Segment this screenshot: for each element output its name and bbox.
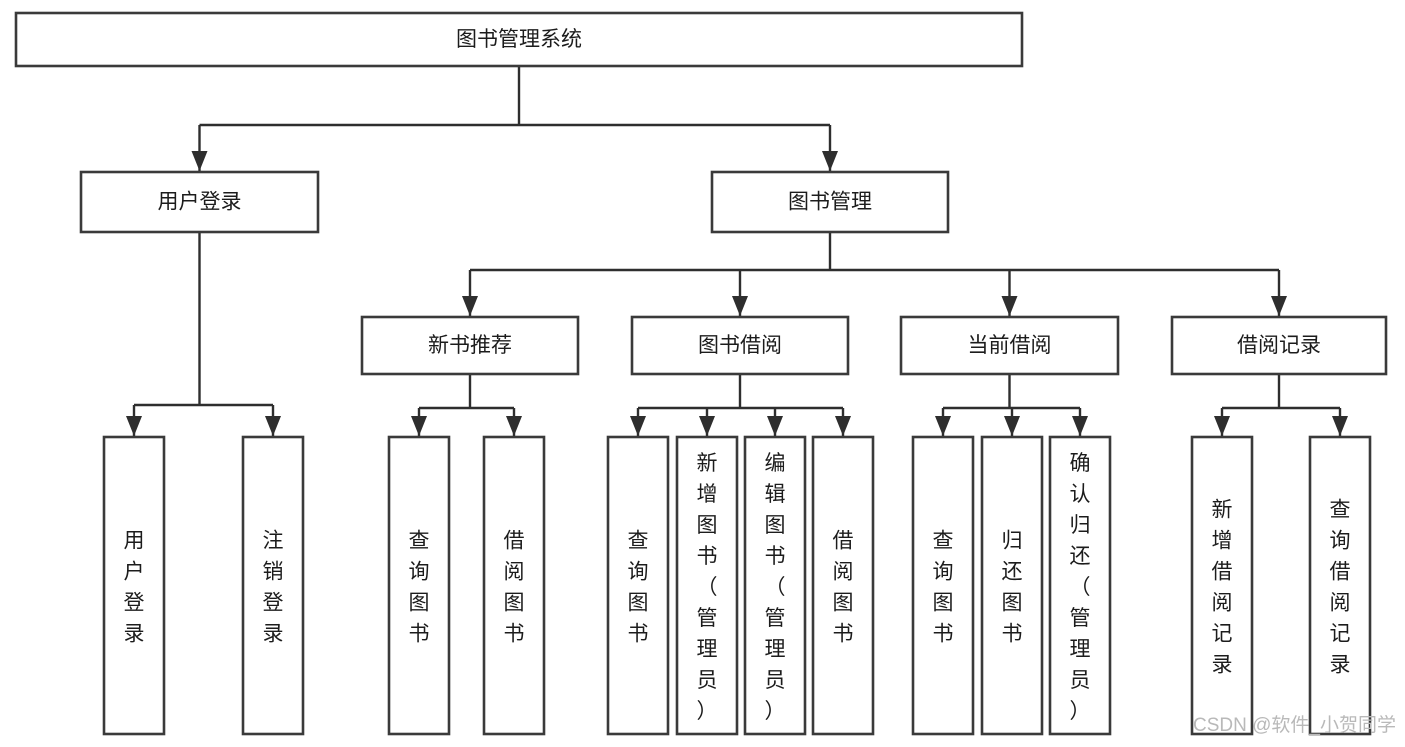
- root-node-label: 图书管理系统: [456, 28, 582, 51]
- arrowhead-icon: [462, 296, 478, 316]
- leaf-node-box[interactable]: [102, 435, 166, 736]
- root-node-box[interactable]: [14, 11, 1024, 68]
- leaf-node-9[interactable]: 查询图书: [911, 435, 975, 736]
- arrowhead-icon: [191, 151, 208, 171]
- arrowhead-icon: [767, 416, 783, 436]
- leaf-node-label: 查询图书: [409, 530, 430, 646]
- leaf-node-box[interactable]: [482, 435, 546, 736]
- leaf-node-11[interactable]: 确认归还（管理员）: [1048, 435, 1112, 736]
- arrowhead-icon: [835, 416, 851, 436]
- arrowhead-icon: [126, 416, 142, 436]
- csdn-watermark: CSDN @软件_小贺同学: [1193, 714, 1396, 736]
- level3-node-box[interactable]: [1170, 315, 1388, 376]
- leaf-node-box[interactable]: [241, 435, 305, 736]
- node-layer: 图书管理系统用户登录图书管理新书推荐图书借阅当前借阅借阅记录用户登录注销登录查询…: [14, 11, 1388, 736]
- arrowhead-icon: [1332, 416, 1348, 436]
- level2-node-label: 图书管理: [788, 191, 872, 214]
- level3-node-4[interactable]: 借阅记录: [1170, 315, 1388, 376]
- leaf-node-8[interactable]: 借阅图书: [811, 435, 875, 736]
- level2-node-box[interactable]: [79, 170, 320, 234]
- leaf-node-box[interactable]: [1308, 435, 1372, 736]
- leaf-node-box[interactable]: [980, 435, 1044, 736]
- arrowhead-icon: [630, 416, 646, 436]
- leaf-node-1[interactable]: 用户登录: [102, 435, 166, 736]
- leaf-node-label: 查询图书: [933, 530, 954, 646]
- leaf-node-box[interactable]: [1190, 435, 1254, 736]
- leaf-node-label: 用户登录: [124, 530, 145, 646]
- arrowhead-icon: [935, 416, 951, 436]
- leaf-node-box[interactable]: [387, 435, 451, 736]
- level2-node-label: 用户登录: [158, 191, 242, 214]
- leaf-node-10[interactable]: 归还图书: [980, 435, 1044, 736]
- leaf-node-5[interactable]: 查询图书: [606, 435, 670, 736]
- arrowhead-icon: [506, 416, 522, 436]
- level3-node-box[interactable]: [360, 315, 580, 376]
- level3-node-box[interactable]: [630, 315, 850, 376]
- level3-node-1[interactable]: 新书推荐: [360, 315, 580, 376]
- leaf-node-box[interactable]: [675, 435, 739, 736]
- arrowhead-icon: [822, 151, 838, 171]
- level3-node-2[interactable]: 图书借阅: [630, 315, 850, 376]
- level3-node-3[interactable]: 当前借阅: [899, 315, 1120, 376]
- leaf-node-label: 查询图书: [628, 530, 649, 646]
- leaf-node-label: 注销登录: [263, 530, 284, 646]
- arrowhead-icon: [1072, 416, 1088, 436]
- leaf-node-label: 归还图书: [1002, 530, 1023, 646]
- leaf-node-7[interactable]: 编辑图书（管理员）: [743, 435, 807, 736]
- level3-node-label: 借阅记录: [1237, 334, 1321, 357]
- level2-node-box[interactable]: [710, 170, 950, 234]
- root-node-1[interactable]: 图书管理系统: [14, 11, 1024, 68]
- leaf-node-box[interactable]: [743, 435, 807, 736]
- leaf-node-label: 查询借阅记录: [1330, 499, 1351, 677]
- arrowhead-icon: [411, 416, 427, 436]
- level3-node-box[interactable]: [899, 315, 1120, 376]
- leaf-node-label: 确认归还（管理员）: [1070, 452, 1091, 723]
- leaf-node-label: 新增图书（管理员）: [697, 452, 718, 723]
- arrowhead-icon: [699, 416, 715, 436]
- connector-layer: [126, 66, 1348, 436]
- leaf-node-12[interactable]: 新增借阅记录: [1190, 435, 1254, 736]
- arrowhead-icon: [1004, 416, 1020, 436]
- leaf-node-label: 编辑图书（管理员）: [765, 452, 786, 723]
- leaf-node-6[interactable]: 新增图书（管理员）: [675, 435, 739, 736]
- leaf-node-label: 新增借阅记录: [1212, 499, 1233, 677]
- level3-node-label: 图书借阅: [698, 334, 782, 357]
- leaf-node-label: 借阅图书: [504, 530, 525, 646]
- leaf-node-4[interactable]: 借阅图书: [482, 435, 546, 736]
- arrowhead-icon: [732, 296, 748, 316]
- arrowhead-icon: [1001, 296, 1018, 316]
- arrowhead-icon: [265, 416, 281, 436]
- leaf-node-13[interactable]: 查询借阅记录: [1308, 435, 1372, 736]
- leaf-node-box[interactable]: [911, 435, 975, 736]
- arrowhead-icon: [1271, 296, 1287, 316]
- level3-node-label: 新书推荐: [428, 334, 512, 357]
- leaf-node-box[interactable]: [606, 435, 670, 736]
- level3-node-label: 当前借阅: [968, 334, 1052, 357]
- arrowhead-icon: [1214, 416, 1230, 436]
- leaf-node-box[interactable]: [1048, 435, 1112, 736]
- leaf-node-box[interactable]: [811, 435, 875, 736]
- level2-node-1[interactable]: 用户登录: [79, 170, 320, 234]
- leaf-node-2[interactable]: 注销登录: [241, 435, 305, 736]
- leaf-node-3[interactable]: 查询图书: [387, 435, 451, 736]
- level2-node-2[interactable]: 图书管理: [710, 170, 950, 234]
- leaf-node-label: 借阅图书: [833, 530, 854, 646]
